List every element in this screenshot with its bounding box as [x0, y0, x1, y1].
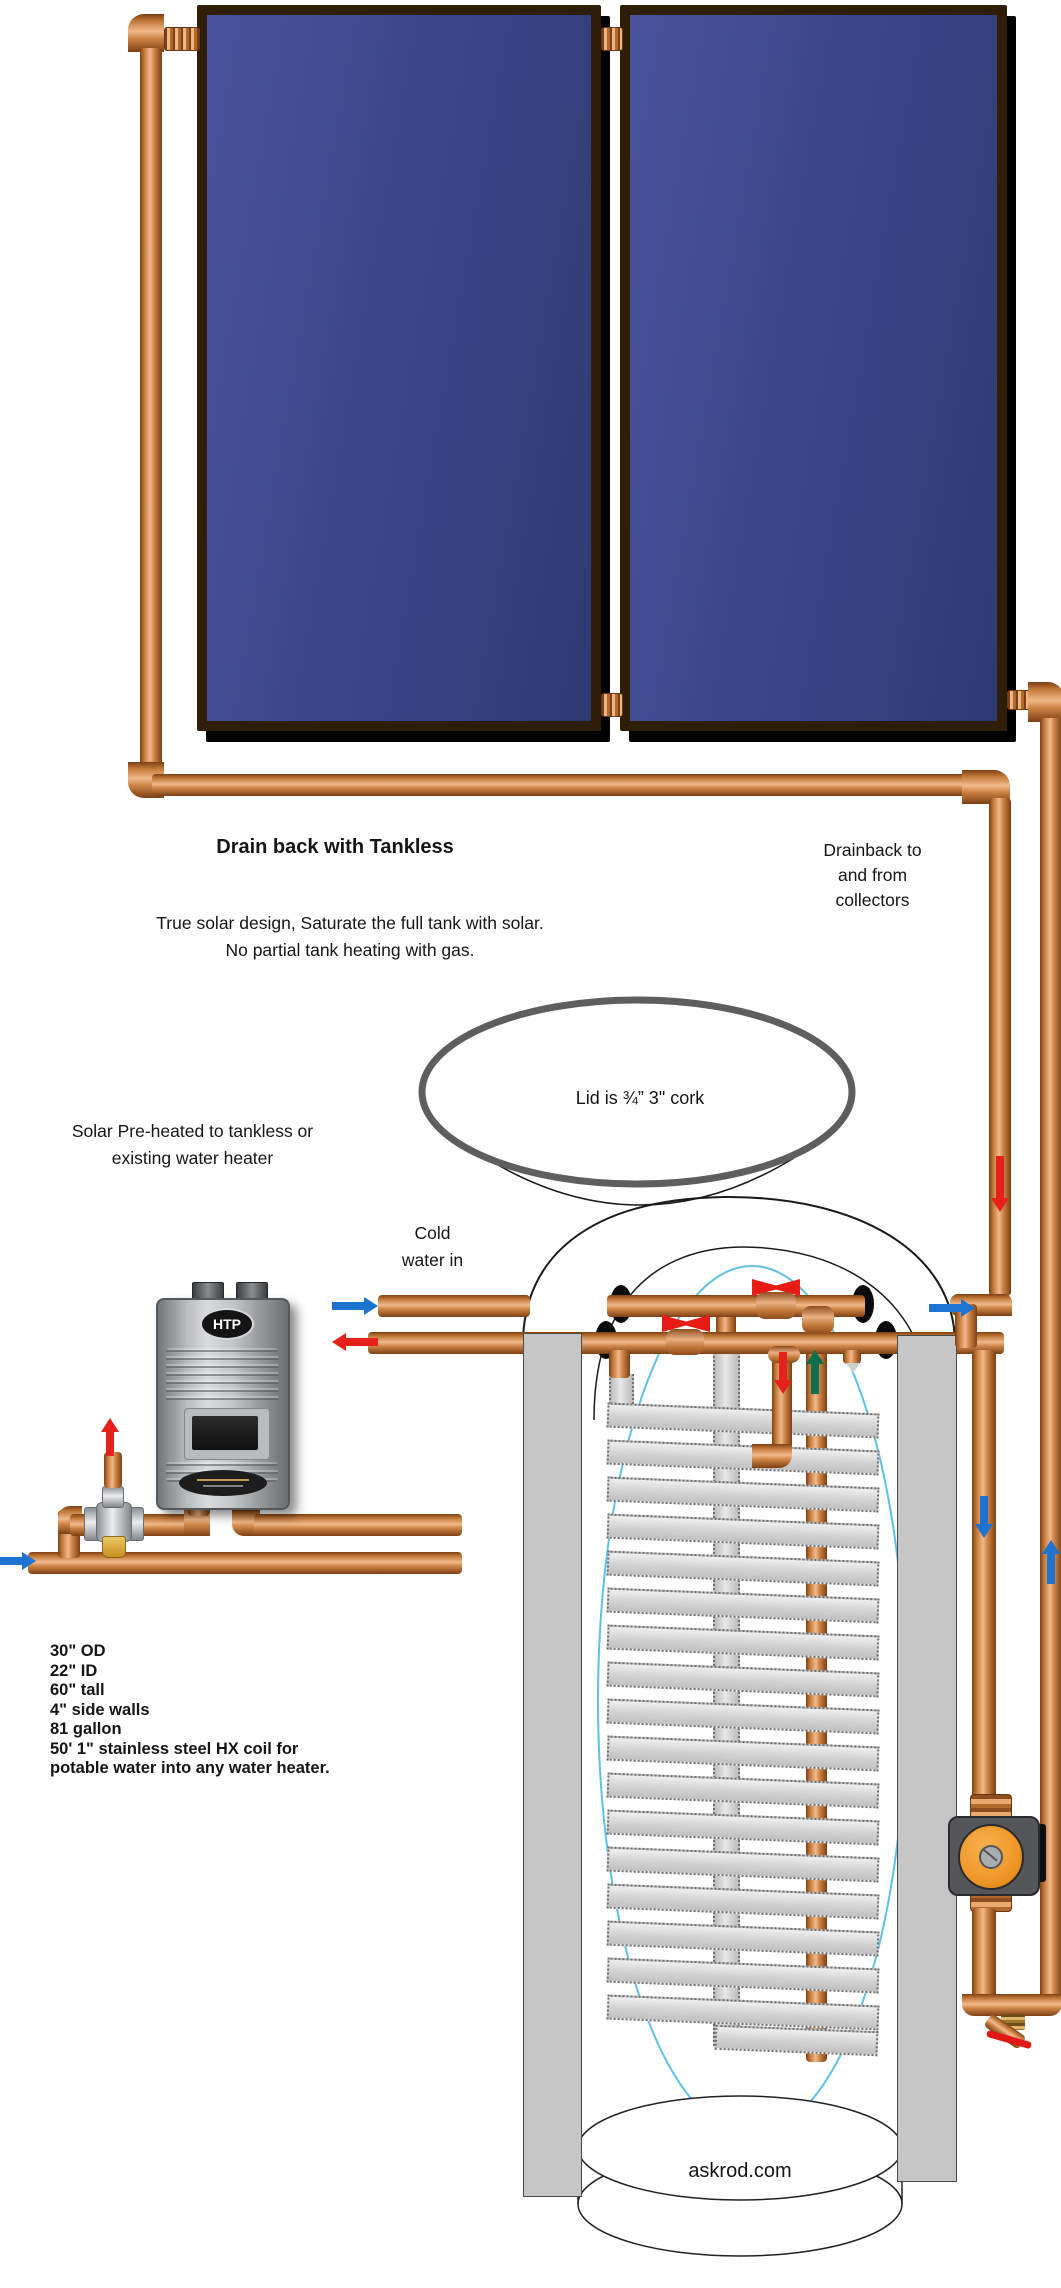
- solar-collector-panel-2: [620, 5, 1007, 731]
- coil-left-copper-stub: [609, 1350, 630, 1378]
- collector-bottom-pipe-horizontal: [152, 774, 976, 796]
- heater-brand-badge: HTP: [200, 1308, 254, 1340]
- cold-water-label-line-1: Cold: [414, 1223, 451, 1243]
- spec-line-6: 50' 1" stainless steel HX coil for: [50, 1739, 299, 1758]
- mixing-valve-stem: [102, 1486, 124, 1508]
- flow-arrow-tank-upflow: [806, 1350, 824, 1394]
- drainback-label: Drainback to and from collectors: [790, 838, 955, 913]
- tank-wall-right: [897, 1335, 957, 2182]
- spec-line-2: 22" ID: [50, 1661, 98, 1680]
- tankless-heater: HTP: [156, 1298, 290, 1510]
- tank-top-pipe-upper: [607, 1295, 865, 1317]
- lid-label: Lid is ¾” 3" cork: [575, 1088, 705, 1108]
- tank-outer-dome: [522, 1195, 956, 1345]
- pump-line-upper: [972, 1350, 996, 1802]
- spec-line-7: potable water into any water heater.: [50, 1759, 330, 1777]
- preheat-label-line-2: existing water heater: [111, 1148, 274, 1168]
- heater-label-line2: [203, 1485, 243, 1487]
- cold-main-pipe: [28, 1552, 462, 1574]
- flow-arrow-cold-main-in: [0, 1552, 36, 1570]
- tank-wall-left: [523, 1333, 582, 2197]
- cold-in-pipe: [378, 1295, 530, 1317]
- flow-arrow-tank-downflow: [774, 1352, 792, 1394]
- tank-inner-dome: [593, 1246, 933, 1421]
- cold-water-label: Cold water in: [380, 1220, 485, 1274]
- subtitle-line-2: No partial tank heating with gas.: [225, 940, 475, 960]
- spec-line-5: 81 gallon: [50, 1720, 122, 1738]
- flow-arrow-pump-line-down: [975, 1496, 993, 1538]
- subtitle-line-1: True solar design, Saturate the full tan…: [156, 913, 544, 933]
- sensor-fitting-tip: [846, 1363, 860, 1373]
- elbow-top-left: [128, 14, 164, 52]
- valve-to-heater-pipe: [140, 1514, 192, 1536]
- elbow-panel-return: [1028, 682, 1061, 722]
- tank-return-elbow: [752, 1444, 792, 1468]
- preheat-label-line-1: Solar Pre-heated to tankless or: [71, 1121, 314, 1141]
- drain-u-pipe: [962, 1994, 1061, 2016]
- cold-water-label-line-2: water in: [401, 1250, 464, 1270]
- flow-arrow-tempered-hot-out: [101, 1418, 119, 1456]
- pump-line-lower: [972, 1908, 996, 1998]
- heater-display: [192, 1416, 258, 1450]
- collector-supply-pipe-vertical: [140, 48, 162, 776]
- lid-funnel-curve: [485, 1157, 795, 1206]
- diagram-title: Drain back with Tankless: [216, 836, 454, 858]
- flow-arrow-to-collectors-up: [1042, 1540, 1060, 1584]
- drainback-label-line-3: collectors: [835, 890, 910, 910]
- preheat-label: Solar Pre-heated to tankless or existing…: [10, 1118, 375, 1172]
- flow-arrow-hot-from-tank: [332, 1333, 378, 1351]
- drainback-up-pipe: [1040, 718, 1061, 2000]
- drainback-down-pipe: [989, 798, 1011, 1296]
- drainback-label-line-2: and from: [837, 865, 908, 885]
- pedestal-top: [577, 2095, 903, 2201]
- tank-return-drop-pipe: [772, 1350, 792, 1450]
- panel-union-bottom: [601, 693, 623, 717]
- heater-rating-label: [179, 1470, 267, 1496]
- mixing-valve-bowl: [102, 1536, 126, 1558]
- solar-collector-panel-1: [197, 5, 601, 731]
- drainback-label-line-1: Drainback to: [823, 840, 922, 860]
- sensor-fitting: [843, 1350, 861, 1364]
- flow-arrow-collector-return-down: [991, 1156, 1009, 1212]
- ball-valve-body-lower: [666, 1329, 704, 1355]
- heater-ribs-upper: [166, 1348, 278, 1404]
- ball-valve-handle-lower: [662, 1315, 710, 1332]
- ball-valve-handle-upper: [752, 1279, 800, 1296]
- tempered-out-riser: [104, 1452, 122, 1488]
- mixing-valve-body: [96, 1502, 132, 1542]
- panel-union-top: [601, 27, 623, 51]
- diagram-subtitle: True solar design, Saturate the full tan…: [90, 910, 610, 964]
- heater-outlet-pipe: [254, 1514, 462, 1536]
- panel-union-inlet: [164, 27, 200, 51]
- cork-lid: [418, 996, 856, 1188]
- spec-line-1: 30" OD: [50, 1642, 106, 1660]
- ball-valve-body-upper: [756, 1292, 796, 1319]
- tee-fitting-upper: [802, 1306, 834, 1334]
- spec-line-4: 4" side walls: [50, 1700, 150, 1719]
- flow-arrow-into-drainback-loop: [929, 1299, 975, 1317]
- spec-line-3: 60" tall: [50, 1681, 105, 1699]
- heater-label-line1: [197, 1479, 249, 1481]
- tank-specs: 30" OD 22" ID 60" tall 4" side walls 81 …: [50, 1642, 430, 1779]
- flow-arrow-cold-to-tank: [332, 1297, 378, 1315]
- website-label: askrod.com: [688, 2160, 792, 2182]
